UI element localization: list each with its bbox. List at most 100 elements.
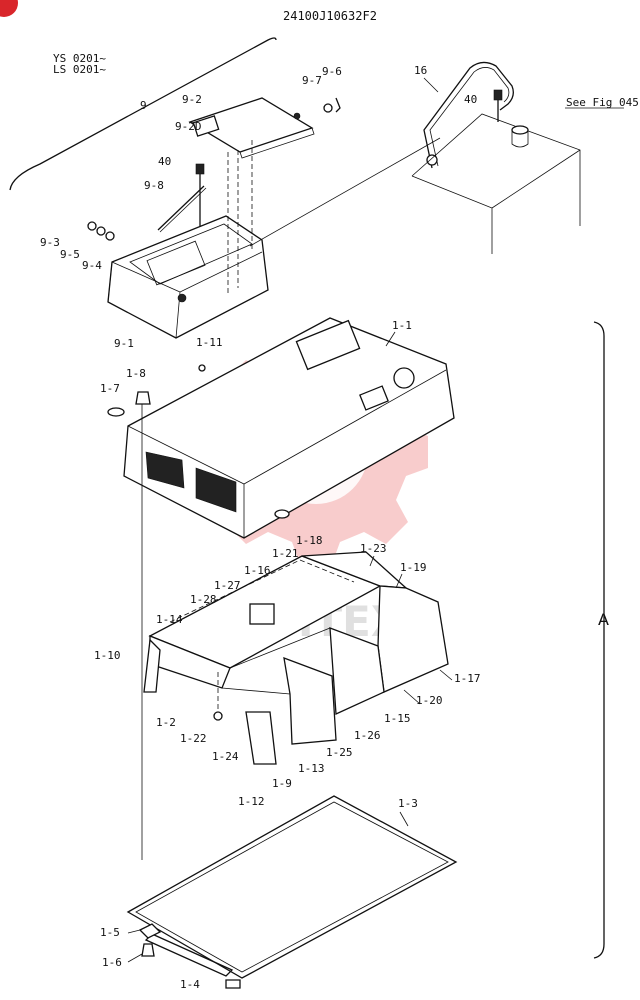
label-1-6: 1-6 (102, 956, 122, 969)
label-1-3: 1-3 (398, 797, 418, 810)
label-9-4: 9-4 (82, 259, 102, 272)
frame-panel-1-24 (245, 711, 277, 765)
lid-bolt (293, 112, 301, 120)
hood-bolt-1-11 (198, 364, 206, 372)
battery-box-lid (188, 97, 314, 153)
label-1-21: 1-21 (272, 547, 299, 560)
label-1-24: 1-24 (212, 750, 239, 763)
frame-leg-1-10 (143, 638, 161, 693)
frame-panel-1-26 (283, 656, 337, 745)
clip-1-5 (138, 923, 162, 939)
seal-outer (126, 795, 458, 979)
label-16: 16 (414, 64, 427, 77)
label-9: 9 (140, 99, 147, 112)
label-1-28: 1-28 (190, 593, 217, 606)
handrail-16 (423, 61, 514, 169)
label-1-14: 1-14 (156, 613, 183, 626)
label-1-18: 1-18 (296, 534, 323, 547)
hood-seal-1-3 (126, 795, 458, 989)
label-9-2: 9-2 (182, 93, 202, 106)
part-labels: 9 9-2 9-2D 9-7 9-6 40 9-8 9-3 9-5 9-4 9-… (40, 64, 481, 991)
frame-side-panel-1-17 (377, 585, 449, 693)
hood-grill-right (195, 467, 237, 513)
handrail-foot (426, 154, 438, 166)
washer-9-4 (96, 226, 106, 236)
label-40-box: 40 (158, 155, 171, 168)
label-1-11: 1-11 (196, 336, 223, 349)
tank-outline-front (411, 175, 493, 254)
clip-9-6 (335, 97, 341, 113)
label-1-8: 1-8 (126, 367, 146, 380)
hold-down-rod (157, 185, 205, 231)
hood-grill-left (145, 451, 185, 489)
label-1-23: 1-23 (360, 542, 387, 555)
see-fig-reference: See Fig 045 (566, 96, 639, 109)
hood-small-plate (359, 385, 389, 411)
frame-bracket-1-27 (249, 603, 275, 625)
label-9-2d: 9-2D (175, 120, 202, 133)
frame-bolt-1-22 (213, 711, 223, 721)
bolt-40-head (195, 163, 205, 175)
serial-note-ys: YS 0201~ (53, 52, 106, 65)
view-label-a: A (598, 610, 609, 629)
tank-outline-top (411, 113, 581, 226)
hood-access-panel (295, 319, 361, 371)
box-inner-cell (146, 240, 206, 286)
battery-box-assembly (87, 97, 441, 339)
label-1-20: 1-20 (416, 694, 443, 707)
bolt-40-handrail (493, 89, 503, 101)
label-9-1: 9-1 (114, 337, 134, 350)
label-1-13: 1-13 (298, 762, 325, 775)
serial-note-ls: LS 0201~ (53, 63, 106, 76)
label-1-22: 1-22 (180, 732, 207, 745)
hold-down-rod-edge (159, 187, 207, 233)
frame-hidden-edges (169, 559, 355, 623)
label-9-5: 9-5 (60, 248, 80, 261)
label-1-15: 1-15 (384, 712, 411, 725)
leader-lines (127, 77, 453, 963)
battery-box-body (107, 215, 269, 339)
label-9-3: 9-3 (40, 236, 60, 249)
lid-label-plate (192, 115, 220, 137)
label-1-16: 1-16 (244, 564, 271, 577)
label-1-10: 1-10 (94, 649, 121, 662)
label-1-4: 1-4 (180, 978, 200, 991)
group-9-bracket (9, 37, 277, 191)
label-9-6: 9-6 (322, 65, 342, 78)
label-1-19: 1-19 (400, 561, 427, 574)
label-1-27: 1-27 (214, 579, 241, 592)
label-9-8: 9-8 (144, 179, 164, 192)
label-40-handrail: 40 (464, 93, 477, 106)
label-1-25: 1-25 (326, 746, 353, 759)
label-1-12: 1-12 (238, 795, 265, 808)
label-1-9: 1-9 (272, 777, 292, 790)
tank-cap (511, 125, 529, 135)
drawing-number: 24100J10632F2 (283, 9, 377, 23)
label-1-5: 1-5 (100, 926, 120, 939)
view-a-bracket (593, 321, 605, 959)
clip-1-4 (225, 979, 241, 989)
label-1-2: 1-2 (156, 716, 176, 729)
hood-cap-opening (393, 367, 415, 389)
lid-edge (239, 127, 315, 159)
seal-inner (135, 801, 449, 973)
label-9-7: 9-7 (302, 74, 322, 87)
seal-strip-1-4 (144, 933, 234, 977)
hood-slot (274, 509, 290, 519)
label-1-17: 1-17 (454, 672, 481, 685)
frame-panel-1-15 (329, 627, 385, 715)
part-1-8 (135, 391, 151, 405)
washer-9-5 (105, 231, 115, 241)
handrail-and-tank (411, 61, 581, 254)
label-1-7: 1-7 (100, 382, 120, 395)
engine-hood (107, 317, 455, 860)
nut-9-3 (87, 221, 97, 231)
corner-badge (0, 0, 18, 17)
label-1-1: 1-1 (392, 319, 412, 332)
label-1-26: 1-26 (354, 729, 381, 742)
washer-9-7 (323, 103, 333, 113)
hood-frame-assembly (143, 551, 449, 765)
hood-cover-1-1 (123, 317, 455, 539)
box-drain-hole (177, 293, 187, 303)
